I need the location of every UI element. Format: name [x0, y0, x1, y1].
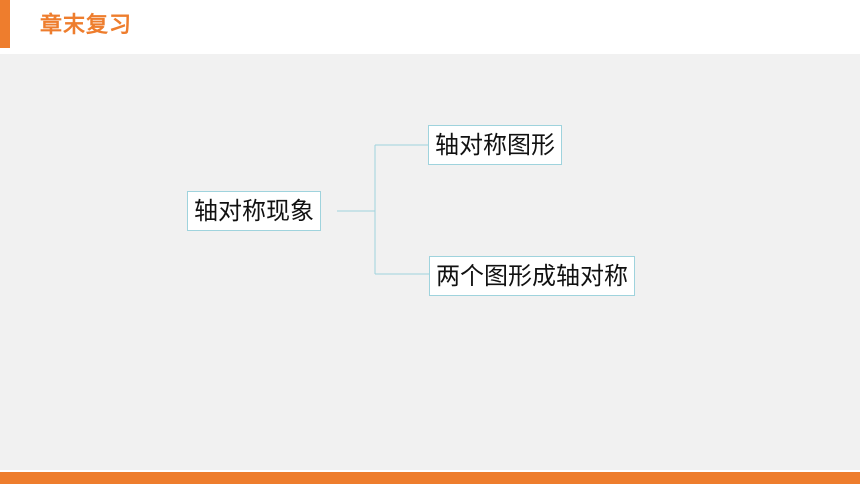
page-title: 章末复习: [40, 13, 133, 38]
footer-accent-bar: [0, 472, 860, 484]
header-accent-bar: [0, 0, 10, 48]
diagram-node-child-1: 轴对称图形: [428, 125, 562, 165]
diagram-node-child-2: 两个图形成轴对称: [429, 256, 635, 296]
diagram-node-root: 轴对称现象: [187, 191, 321, 231]
